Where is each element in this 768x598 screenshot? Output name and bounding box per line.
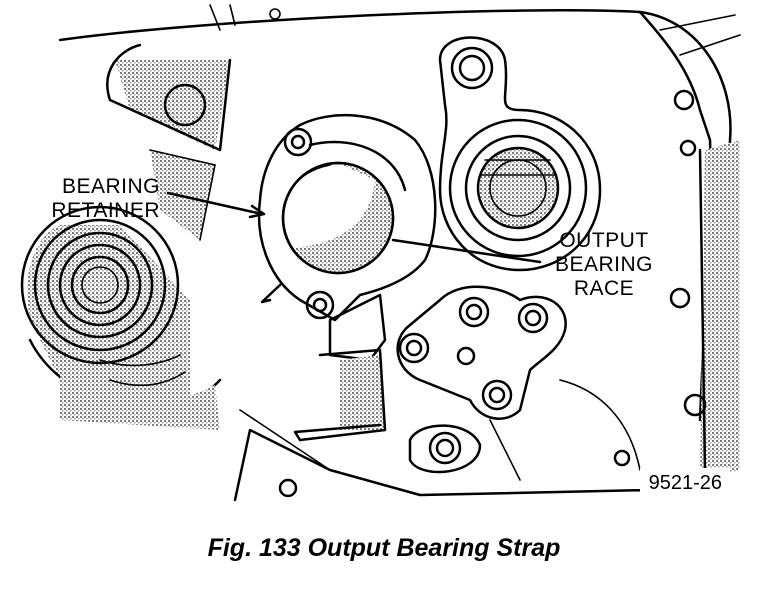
lower-bolt-lug	[408, 424, 482, 474]
output-bearing-race-label-line3: RACE	[574, 277, 634, 300]
upper-right-bearing-bore	[438, 36, 602, 272]
output-bearing-race-label: OUTPUT BEARING RACE	[555, 229, 653, 300]
bearing-retainer-leader	[166, 191, 264, 216]
right-case-shading	[700, 140, 740, 480]
lower-bolt-plate	[396, 285, 641, 481]
bearing-retainer-label-line1: BEARING	[62, 175, 160, 198]
output-bearing-strap-part	[293, 293, 387, 442]
bearing-retainer-label: BEARING RETAINER	[51, 175, 160, 222]
output-bearing-race-label-line1: OUTPUT	[559, 229, 648, 252]
left-bearing-bore	[20, 205, 191, 420]
upper-left-shading	[115, 60, 230, 150]
part-number: 9521-26	[649, 472, 722, 494]
figure-caption: Fig. 133 Output Bearing Strap	[208, 534, 561, 562]
output-bearing-race-leader	[391, 238, 542, 264]
transfer-case-illustration	[20, 4, 741, 502]
output-bearing-race-label-line2: BEARING	[555, 253, 653, 276]
output-bearing-race-part	[281, 161, 395, 275]
bearing-retainer-label-line2: RETAINER	[51, 199, 160, 222]
bearing-retainer-part	[257, 113, 437, 322]
